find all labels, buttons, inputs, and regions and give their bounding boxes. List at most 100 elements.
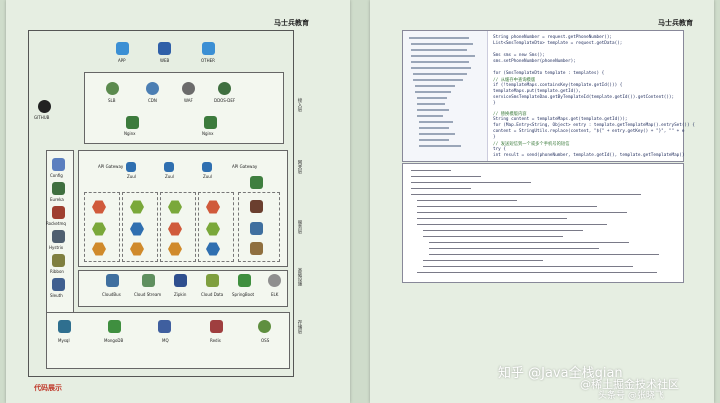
ide-window-bottom: [402, 163, 684, 283]
side-label: 接入层: [297, 98, 302, 112]
tree-item: [411, 49, 467, 51]
cloudstream-label: Cloud Stream: [134, 292, 162, 297]
code-line: }: [493, 135, 496, 140]
nginx-icon: [126, 116, 139, 129]
config-label: Config: [50, 173, 63, 178]
code-line: // 从缓存中查询模版: [493, 78, 536, 83]
code-line: List<SmsTemplateDto> template = request.…: [493, 41, 623, 46]
other-icon: [202, 42, 215, 55]
tree-item: [419, 133, 455, 135]
code-line: for (Map.Entry<String, Object> entry : t…: [493, 123, 695, 128]
side-label: 基础设施: [297, 268, 302, 286]
waf-icon: [182, 82, 195, 95]
service-hex-icon: [206, 222, 220, 236]
code-line: String content = templateMaps.get(templa…: [493, 117, 628, 122]
code-line: [417, 224, 607, 225]
tree-item: [417, 97, 447, 99]
service-icon: [250, 222, 263, 235]
code-line: [411, 182, 531, 183]
tree-item: [419, 139, 449, 141]
rocketmq-icon: [52, 206, 65, 219]
code-line: // 替换模版内容: [493, 112, 527, 117]
code-line: serviceSmsTemplateDao.getByTemplateId(te…: [493, 95, 675, 100]
brand-label: 马士兵教育: [658, 19, 693, 27]
github-label: GITHUB: [34, 115, 50, 120]
elk-label: ELK: [271, 292, 279, 297]
code-line: [417, 206, 597, 207]
oss-label: OSS: [261, 338, 270, 343]
zipkin-icon: [174, 274, 187, 287]
ddos-label: DDOS-DEF: [214, 98, 236, 103]
service-hex-icon: [206, 200, 220, 214]
zipkin-label: Zipkin: [174, 292, 187, 297]
tree-item: [411, 55, 475, 57]
app-label: APP: [118, 58, 126, 63]
hystrix-label: Hystrix: [49, 245, 64, 250]
ide-window-top: String phoneNumber = request.getPhoneNum…: [402, 30, 695, 162]
code-line: [411, 170, 451, 171]
service-hex-icon: [130, 222, 144, 236]
cdn-label: CDN: [148, 98, 157, 103]
slb-icon: [106, 82, 119, 95]
code-line: if (!templateMaps.containsKey(template.g…: [493, 83, 623, 88]
code-line: for (SmsTemplateDto template : templates…: [493, 71, 605, 76]
clouddata-label: Cloud Data: [201, 292, 224, 297]
code-line: [411, 194, 641, 195]
springboot-label: SpringBoot: [232, 292, 255, 297]
code-line: [417, 272, 657, 273]
zuul-label: Zuul: [127, 174, 136, 179]
api-gateway-label: API Gateway: [98, 164, 124, 169]
service-hex-icon: [168, 242, 182, 256]
code-line: [423, 260, 543, 261]
code-line: [417, 200, 517, 201]
service-hex-icon: [206, 242, 220, 256]
watermark: @稀土掘金技术社区: [580, 378, 679, 391]
nginx-icon: [204, 116, 217, 129]
ribbon-icon: [52, 254, 65, 267]
tree-item: [409, 37, 469, 39]
code-line: [423, 236, 563, 237]
mq-icon: [158, 320, 171, 333]
section-title: 代码展示: [34, 384, 62, 392]
tree-item: [417, 103, 445, 105]
tree-item: [419, 121, 453, 123]
web-icon: [158, 42, 171, 55]
ribbon-label: Ribbon: [50, 269, 64, 274]
eureka-label: Eureka: [50, 197, 64, 202]
cloudstream-icon: [142, 274, 155, 287]
tree-item: [411, 43, 473, 45]
watermark: 知乎 @Java全栈qian: [498, 366, 623, 381]
cdn-icon: [146, 82, 159, 95]
code-line: String phoneNumber = request.getPhoneNum…: [493, 35, 612, 40]
redis-label: Redis: [210, 338, 221, 343]
service-group: [198, 192, 234, 262]
zuul-icon: [202, 162, 212, 172]
tree-item: [415, 85, 455, 87]
code-line: [429, 254, 659, 255]
zuul-icon: [164, 162, 174, 172]
springboot-icon: [238, 274, 251, 287]
mongodb-label: MongoDB: [104, 338, 124, 343]
mysql-label: Mysql: [58, 338, 70, 343]
api-gateway-label: API Gateway: [232, 164, 258, 169]
service-hex-icon: [92, 200, 106, 214]
tree-item: [415, 91, 451, 93]
code-line: [411, 176, 481, 177]
code-line: sms.setPhoneNumber(phoneNumber);: [493, 59, 576, 64]
mysql-icon: [58, 320, 71, 333]
other-label: OTHER: [201, 58, 215, 63]
side-label: 存储层: [297, 320, 302, 334]
service-icon: [250, 176, 263, 189]
web-label: WEB: [160, 58, 170, 63]
tree-item: [417, 109, 449, 111]
sleuth-icon: [52, 278, 65, 291]
cloudbus-label: CloudBus: [102, 292, 121, 297]
code-line: Sms sms = new Sms();: [493, 53, 545, 58]
brand-label: 马士兵教育: [274, 19, 309, 27]
elk-icon: [268, 274, 281, 287]
code-line: try {: [493, 147, 506, 152]
service-group: [238, 192, 280, 262]
code-line: [423, 266, 633, 267]
code-line: }: [493, 101, 496, 106]
mongodb-icon: [108, 320, 121, 333]
